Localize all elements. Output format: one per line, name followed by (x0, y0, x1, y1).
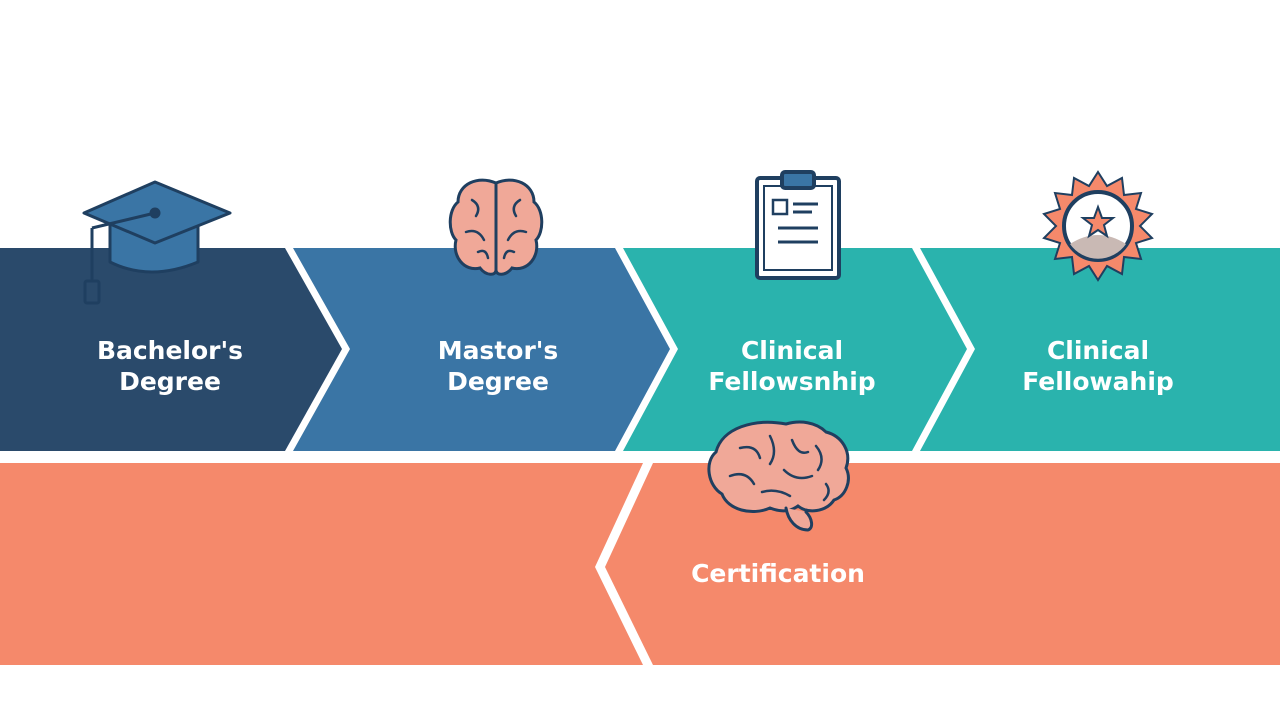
brain-icon (448, 178, 544, 276)
step-masters-line2: Degree (447, 367, 549, 396)
certification-brain-icon (707, 420, 850, 532)
step-clinical-1-band (623, 248, 967, 451)
certification-label: Certification (648, 558, 908, 589)
bottom-coral-band (0, 463, 643, 665)
award-badge-icon (1042, 170, 1154, 282)
step-bachelors-line2: Degree (119, 367, 221, 396)
certification-text: Certification (691, 559, 865, 588)
step-clinical-2-line1: Clinical (1046, 336, 1150, 365)
step-bachelors-line1: Bachelor's (96, 336, 244, 365)
step-clinical-2-band (920, 248, 1280, 451)
step-clinical-2-label: Clinical Fellowahip (968, 335, 1228, 397)
step-masters-band (293, 248, 670, 451)
step-clinical-2-line2: Fellowahip (1022, 367, 1174, 396)
step-masters-line1: Mastor's (437, 336, 559, 365)
clipboard-icon (755, 170, 841, 280)
certification-band (605, 463, 1280, 665)
step-clinical-1-line2: Fellowsnhip (708, 367, 876, 396)
step-clinical-1-label: Clinical Fellowsnhip (662, 335, 922, 397)
graduation-cap-icon (82, 180, 232, 305)
step-bachelors-label: Bachelor's Degree (40, 335, 300, 397)
step-masters-label: Mastor's Degree (368, 335, 628, 397)
step-clinical-1-line1: Clinical (740, 336, 844, 365)
